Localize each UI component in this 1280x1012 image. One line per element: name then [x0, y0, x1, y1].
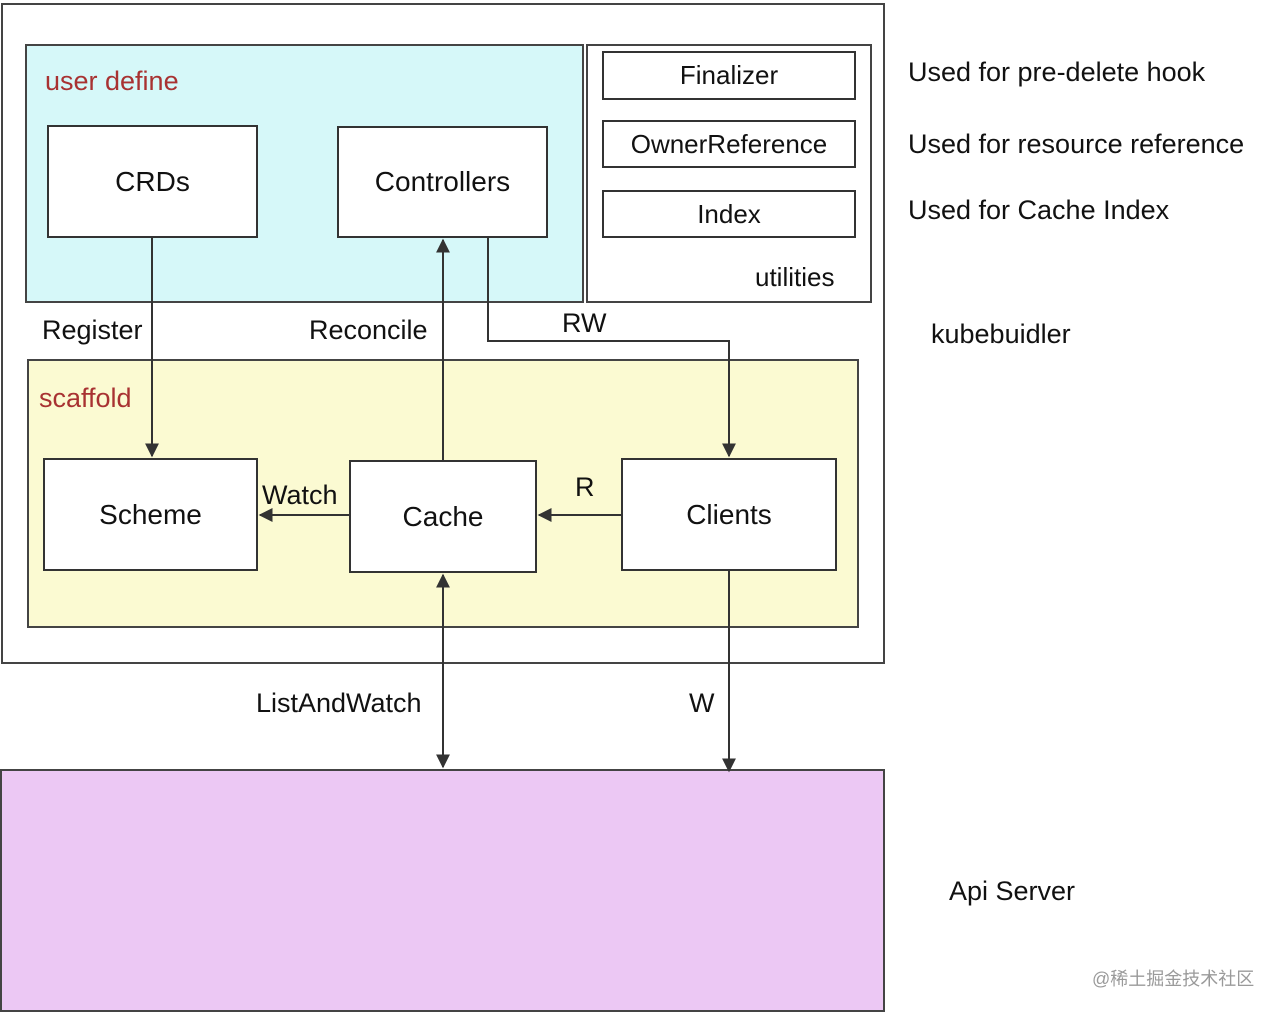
register-label: Register: [42, 315, 143, 345]
kubebuilder-label: kubebuidler: [931, 319, 1071, 349]
controllers-box: Controllers: [337, 126, 548, 238]
crds-box: CRDs: [47, 125, 258, 238]
api-server-label: Api Server: [949, 876, 1076, 906]
index-box: Index: [602, 190, 856, 238]
utilities-title: utilities: [755, 262, 835, 292]
owner-reference-box: OwnerReference: [602, 120, 856, 168]
owner-reference-note: Used for resource reference: [908, 129, 1245, 159]
finalizer-box: Finalizer: [602, 51, 856, 100]
finalizer-note: Used for pre-delete hook: [908, 57, 1206, 87]
user-define-title: user define: [45, 66, 179, 96]
watch-label: Watch: [262, 480, 338, 510]
rw-label: RW: [562, 308, 607, 338]
reconcile-label: Reconcile: [309, 315, 428, 345]
cache-box: Cache: [349, 460, 537, 573]
watermark: @稀土掘金技术社区: [1092, 969, 1255, 989]
api-server-region: [0, 769, 885, 1012]
w-label: W: [689, 688, 715, 718]
r-label: R: [575, 472, 595, 502]
scaffold-title: scaffold: [39, 383, 132, 413]
scheme-box: Scheme: [43, 458, 258, 571]
clients-box: Clients: [621, 458, 837, 571]
index-note: Used for Cache Index: [908, 195, 1170, 225]
list-and-watch-label: ListAndWatch: [256, 688, 422, 718]
